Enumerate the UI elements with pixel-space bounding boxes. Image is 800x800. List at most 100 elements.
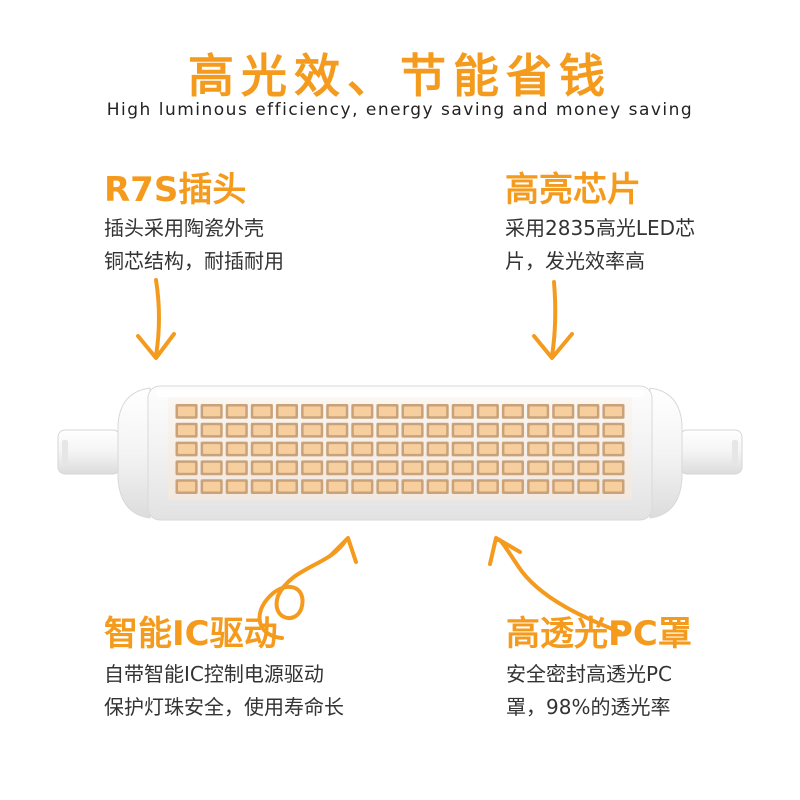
- led-chip: [479, 462, 497, 473]
- led-chip: [203, 481, 221, 492]
- led-chip: [278, 406, 296, 417]
- led-chip: [529, 444, 547, 454]
- led-chip: [378, 462, 396, 473]
- led-chip: [278, 481, 296, 492]
- led-chip: [203, 425, 221, 436]
- led-chip: [554, 425, 572, 436]
- led-chip: [203, 406, 221, 417]
- led-chip: [554, 406, 572, 417]
- led-chip: [404, 406, 422, 417]
- led-chip: [429, 425, 447, 436]
- led-chip: [454, 444, 472, 454]
- led-chip: [479, 481, 497, 492]
- feature-driver-description: 自带智能IC控制电源驱动 保护灯珠安全，使用寿命长: [104, 658, 344, 724]
- led-chip: [504, 481, 522, 492]
- led-chip: [554, 481, 572, 492]
- led-chip: [303, 481, 321, 492]
- led-chip: [353, 481, 371, 492]
- led-chip: [178, 462, 196, 473]
- led-chip: [454, 425, 472, 436]
- feature-chip-line: 采用2835高光LED芯: [505, 216, 696, 240]
- led-chip: [278, 444, 296, 454]
- feature-plug-title: R7S插头: [104, 170, 247, 210]
- led-chip: [353, 444, 371, 454]
- page-subtitle: High luminous efficiency, energy saving …: [106, 100, 694, 120]
- led-chip: [178, 425, 196, 436]
- led-chip: [604, 406, 622, 417]
- feature-cover-line: 安全密封高透光PC: [506, 662, 673, 686]
- feature-driver-line: 自带智能IC控制电源驱动: [104, 662, 324, 686]
- led-chip: [579, 444, 597, 454]
- led-chip: [353, 462, 371, 473]
- feature-cover-description: 安全密封高透光PC 罩，98%的透光率: [506, 658, 672, 724]
- led-chip: [203, 444, 221, 454]
- led-chip: [228, 444, 246, 454]
- led-chip: [454, 481, 472, 492]
- led-chip: [303, 425, 321, 436]
- led-chip: [404, 444, 422, 454]
- led-chip: [378, 425, 396, 436]
- arrow-down-left: [136, 278, 176, 360]
- right-end-cap: [649, 387, 683, 519]
- led-chip: [378, 406, 396, 417]
- led-chip: [228, 481, 246, 492]
- led-chip: [554, 462, 572, 473]
- led-chip: [178, 444, 196, 454]
- led-chip: [479, 406, 497, 417]
- led-chip: [404, 462, 422, 473]
- led-chip: [504, 425, 522, 436]
- led-chip: [454, 462, 472, 473]
- led-chip: [429, 462, 447, 473]
- led-chip: [178, 406, 196, 417]
- feature-cover-title: 高透光PC罩: [506, 614, 692, 654]
- led-chip: [504, 462, 522, 473]
- led-chip: [353, 406, 371, 417]
- led-chip: [604, 481, 622, 492]
- led-chip: [479, 425, 497, 436]
- led-chip: [278, 462, 296, 473]
- led-chip: [178, 481, 196, 492]
- led-chip: [253, 462, 271, 473]
- led-chip: [253, 481, 271, 492]
- led-chip: [328, 462, 346, 473]
- led-chip: [604, 444, 622, 454]
- led-chip: [529, 481, 547, 492]
- feature-plug-line: 铜芯结构，耐插耐用: [104, 249, 284, 273]
- led-chip: [253, 406, 271, 417]
- led-chip: [378, 481, 396, 492]
- feature-chip-description: 采用2835高光LED芯 片，发光效率高: [505, 212, 695, 278]
- feature-driver-title: 智能IC驱动: [104, 614, 278, 654]
- tube-bottom-rim: [160, 506, 640, 512]
- led-chip: [579, 462, 597, 473]
- led-grid: [175, 404, 625, 494]
- page-title: 高光效、节能省钱: [188, 49, 612, 103]
- led-chip: [378, 444, 396, 454]
- feature-plug-line: 插头采用陶瓷外壳: [104, 216, 264, 240]
- led-chip: [479, 444, 497, 454]
- led-chip: [554, 444, 572, 454]
- led-chip: [579, 425, 597, 436]
- led-chip: [429, 406, 447, 417]
- pc-cover-highlight: [156, 389, 644, 397]
- led-chip: [228, 425, 246, 436]
- led-chip: [604, 425, 622, 436]
- led-chip: [504, 406, 522, 417]
- led-chip: [228, 406, 246, 417]
- left-connector-pin: [57, 429, 121, 475]
- left-end-cap: [117, 387, 151, 519]
- led-chip: [253, 444, 271, 454]
- feature-driver-line: 保护灯珠安全，使用寿命长: [104, 695, 344, 719]
- led-chip: [328, 444, 346, 454]
- led-chip: [529, 425, 547, 436]
- led-chip: [604, 462, 622, 473]
- led-chip: [203, 462, 221, 473]
- led-chip: [253, 425, 271, 436]
- feature-chip-title: 高亮芯片: [505, 170, 641, 210]
- led-chip: [404, 481, 422, 492]
- led-chip: [504, 444, 522, 454]
- led-chip: [228, 462, 246, 473]
- arrow-swirl-up-left: [257, 536, 358, 640]
- led-chip: [328, 425, 346, 436]
- led-chip: [328, 481, 346, 492]
